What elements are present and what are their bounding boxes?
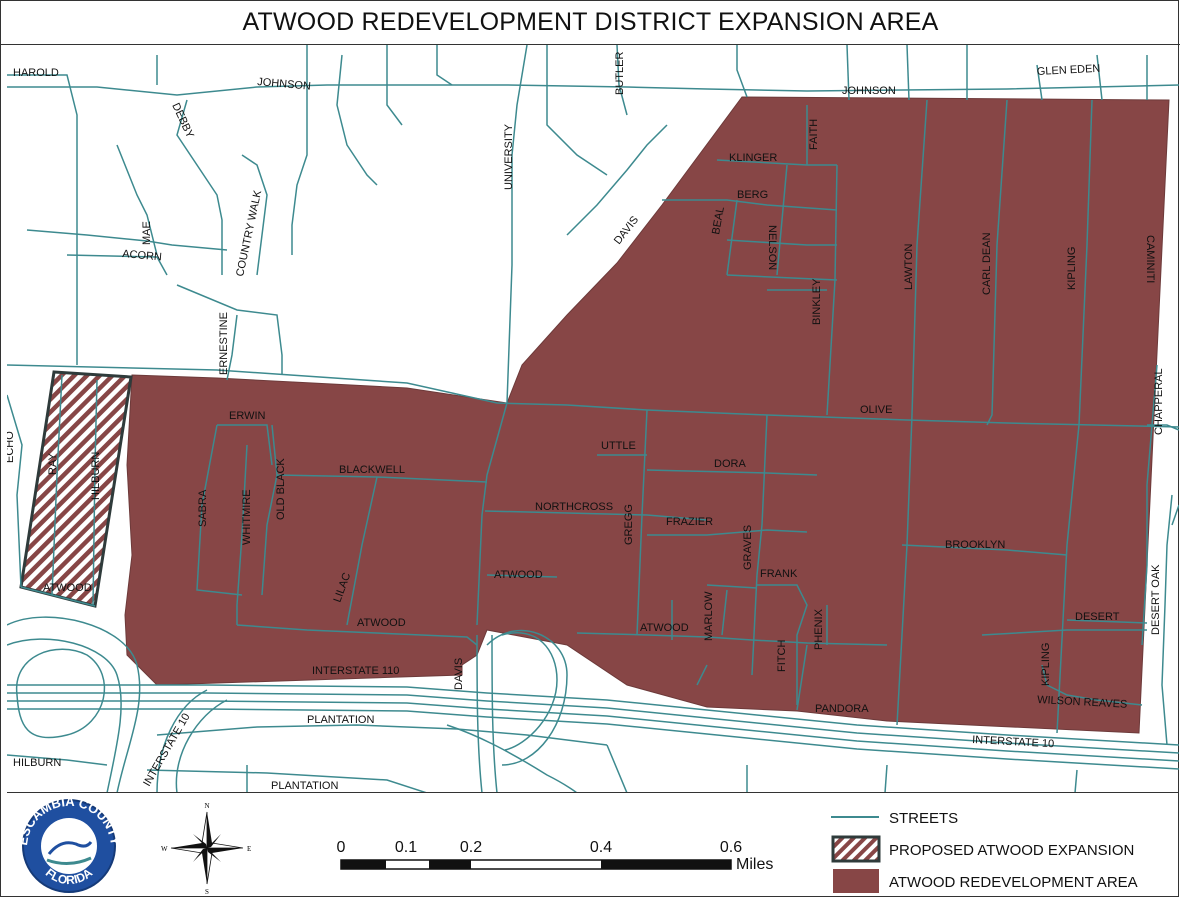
title-bar: ATWOOD REDEVELOPMENT DISTRICT EXPANSION … (1, 1, 1180, 45)
label-frank: FRANK (760, 568, 798, 580)
label-johnson-w: JOHNSON (257, 76, 312, 93)
legend: STREETS PROPOSED ATWOOD EXPANSION ATWOOD… (831, 810, 1138, 893)
label-carl-dean: CARL DEAN (981, 232, 993, 295)
legend-redevelopment-label: ATWOOD REDEVELOPMENT AREA (889, 874, 1138, 891)
label-plantation-a: PLANTATION (307, 714, 374, 726)
streets-layer (7, 45, 1179, 792)
scale-tick-3: 0.4 (590, 839, 612, 856)
label-fitch: FITCH (776, 640, 788, 672)
label-interstate-10-e: INTERSTATE 10 (972, 734, 1055, 750)
label-gregg: GREGG (623, 504, 635, 545)
label-country-walk: COUNTRY WALK (234, 189, 264, 278)
label-atwood-c: ATWOOD (357, 617, 406, 629)
label-mae: MAE (141, 221, 153, 245)
label-berg: BERG (737, 189, 768, 201)
label-faith: FAITH (808, 119, 820, 150)
legend-redevelopment-swatch (833, 869, 879, 893)
map-svg: HAROLD JOHNSON DEBBY BUTLER JOHNSON GLEN… (7, 45, 1179, 792)
label-ernestine: ERNESTINE (218, 312, 230, 375)
label-debby: DEBBY (169, 101, 196, 140)
label-atwood-d: ATWOOD (640, 622, 689, 634)
seal-bottom-text: FLORIDA (43, 865, 95, 887)
label-interstate-10-w: INTERSTATE 10 (141, 711, 192, 788)
label-binkley: BINKLEY (811, 278, 823, 325)
county-seal: ESCAMBIA COUNTY FLORIDA (15, 794, 123, 893)
label-nelson: NELSON (766, 225, 778, 270)
scale-tick-0: 0 (337, 839, 346, 856)
label-erwin: ERWIN (229, 410, 266, 422)
label-caminiti: CAMINITI (1144, 235, 1156, 283)
label-olive: OLIVE (860, 404, 892, 416)
label-davis-s: DAVIS (453, 658, 465, 690)
label-echo: ECHO (7, 431, 16, 463)
label-northcross: NORTHCROSS (535, 501, 613, 513)
label-pandora: PANDORA (815, 703, 869, 715)
label-uttle: UTTLE (601, 440, 636, 452)
label-kipling-n: KIPLING (1066, 247, 1078, 290)
label-glen-eden: GLEN EDEN (1037, 63, 1101, 78)
label-lawton: LAWTON (903, 243, 915, 290)
label-beal: BEAL (710, 206, 727, 236)
scale-unit: Miles (736, 856, 773, 873)
label-wilson-reaves: WILSON REAVES (1037, 694, 1128, 711)
label-graves: GRAVES (742, 525, 754, 570)
map-canvas[interactable]: HAROLD JOHNSON DEBBY BUTLER JOHNSON GLEN… (7, 45, 1179, 793)
legend-svg: ESCAMBIA COUNTY FLORIDA N (15, 794, 1138, 896)
legend-proposed-swatch (831, 835, 881, 863)
label-johnson-e: JOHNSON (842, 85, 896, 97)
label-chapperal: CHAPPERAL (1153, 368, 1165, 435)
label-interstate-110: INTERSTATE 110 (312, 665, 399, 677)
label-old-black: OLD BLACK (275, 458, 287, 520)
label-university: UNIVERSITY (503, 123, 515, 190)
map-title: ATWOOD REDEVELOPMENT DISTRICT EXPANSION … (242, 8, 939, 36)
label-ray: RAY (47, 453, 59, 475)
label-dora: DORA (714, 458, 746, 470)
label-klinger: KLINGER (729, 152, 777, 164)
compass-e: E (247, 845, 251, 853)
label-kipling-s: KIPLING (1040, 643, 1052, 686)
label-blackwell: BLACKWELL (339, 464, 405, 476)
label-plantation-b: PLANTATION (271, 780, 338, 792)
label-hilburn-s: HILBURN (13, 757, 61, 769)
label-harold: HAROLD (13, 67, 59, 79)
scale-tick-4: 0.6 (720, 839, 742, 856)
label-hilburn-w: HILBURN (90, 452, 102, 500)
label-frazier: FRAZIER (666, 516, 713, 528)
legend-area: ESCAMBIA COUNTY FLORIDA N (1, 794, 1180, 898)
label-atwood-b: ATWOOD (494, 569, 543, 581)
compass-w: W (161, 845, 168, 853)
label-desert-oak: DESERT OAK (1150, 564, 1162, 635)
compass-s: S (205, 888, 209, 896)
scale-bar: 0 0.1 0.2 0.4 0.6 Miles (337, 839, 774, 873)
svg-text:FLORIDA: FLORIDA (43, 865, 95, 887)
label-acorn: ACORN (122, 248, 163, 263)
label-butler: BUTLER (614, 52, 626, 95)
legend-proposed-label: PROPOSED ATWOOD EXPANSION (889, 842, 1134, 859)
compass-rose-icon: N S E W (161, 802, 251, 896)
label-sabra: SABRA (197, 489, 209, 527)
label-marlow: MARLOW (703, 591, 715, 641)
label-desert: DESERT (1075, 611, 1120, 623)
proposed-expansion-polygon (19, 370, 133, 608)
label-atwood-a: ATWOOD (43, 582, 92, 594)
scale-tick-1: 0.1 (395, 839, 417, 856)
label-whitmire: WHITMIRE (241, 489, 253, 545)
label-phenix: PHENIX (813, 608, 825, 650)
label-brooklyn: BROOKLYN (945, 539, 1005, 551)
legend-streets-label: STREETS (889, 810, 958, 827)
compass-n: N (204, 802, 209, 810)
scale-tick-2: 0.2 (460, 839, 482, 856)
